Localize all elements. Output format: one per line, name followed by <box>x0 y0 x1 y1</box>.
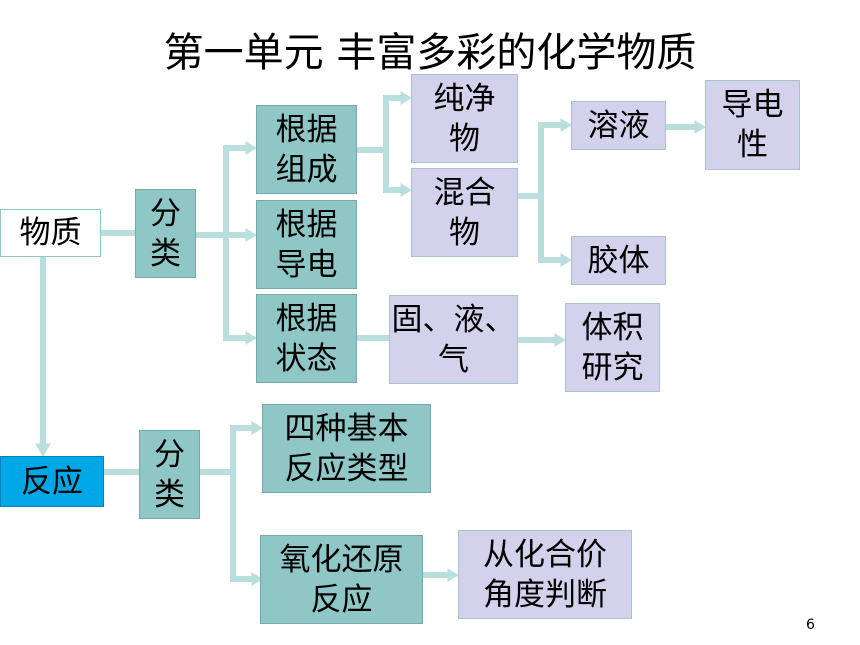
node-label: 氧化还原 反应 <box>279 541 404 618</box>
arrowhead <box>245 141 257 155</box>
node-label: 体积 研究 <box>581 309 644 386</box>
connector <box>517 122 563 199</box>
arrowhead <box>447 568 459 582</box>
node-label: 四种基本 反应类型 <box>284 410 409 487</box>
arrowhead <box>35 443 51 457</box>
connector <box>538 196 563 263</box>
node-genju-zhuangtai: 根据 状态 <box>256 294 357 383</box>
slide-title: 第一单元 丰富多彩的化学物质 <box>163 30 697 76</box>
arrowhead <box>400 91 412 105</box>
arrowhead <box>694 120 706 134</box>
node-hunhewu: 混合 物 <box>411 168 518 257</box>
connector <box>223 235 248 341</box>
connector <box>230 472 254 582</box>
connector <box>383 150 403 193</box>
node-sizhong-jiben-fanying: 四种基本 反应类型 <box>262 404 431 493</box>
connector <box>195 145 248 238</box>
page-number: 6 <box>806 617 815 633</box>
node-label: 物质 <box>19 215 82 251</box>
node-daodianxing: 导电 性 <box>705 80 800 170</box>
node-label: 固、液、 气 <box>391 301 516 378</box>
node-label: 分 类 <box>150 195 181 272</box>
node-label: 溶液 <box>587 107 650 144</box>
arrowhead <box>251 572 263 586</box>
node-label: 从化合价 角度判断 <box>483 536 607 613</box>
node-genju-daodian: 根据 导电 <box>256 200 357 289</box>
arrowhead <box>560 253 572 267</box>
node-fenlei-2: 分 类 <box>139 430 200 519</box>
node-label: 导电 性 <box>721 87 784 163</box>
node-jiaoti: 胶体 <box>571 236 666 285</box>
node-label: 分 类 <box>154 436 185 513</box>
arrowhead <box>245 228 257 242</box>
arrowhead <box>554 333 566 347</box>
node-label: 胶体 <box>587 242 650 279</box>
node-genju-zucheng: 根据 组成 <box>256 105 357 194</box>
arrowhead <box>245 331 257 345</box>
node-label: 混合 物 <box>433 174 496 251</box>
node-rongye: 溶液 <box>571 101 666 150</box>
node-fanying: 反应 <box>0 456 104 507</box>
node-label: 根据 状态 <box>275 300 338 377</box>
node-yanghua-huanyuan: 氧化还原 反应 <box>260 535 423 624</box>
node-label: 反应 <box>21 463 83 500</box>
node-label: 根据 组成 <box>275 111 338 188</box>
node-huahejia-panduan: 从化合价 角度判断 <box>458 530 632 619</box>
node-wuzhi: 物质 <box>0 209 101 257</box>
arrowhead <box>251 421 263 435</box>
node-tiji-yanjiu: 体积 研究 <box>565 303 660 392</box>
node-label: 纯净 物 <box>433 80 496 157</box>
arrowhead <box>560 118 572 132</box>
connector <box>356 95 403 153</box>
node-chunjingwu: 纯净 物 <box>411 74 518 163</box>
connector <box>199 425 254 475</box>
node-gu-ye-qi: 固、液、 气 <box>389 295 518 384</box>
arrowhead <box>400 183 412 197</box>
node-label: 根据 导电 <box>275 206 338 283</box>
node-fenlei-1: 分 类 <box>135 189 196 278</box>
